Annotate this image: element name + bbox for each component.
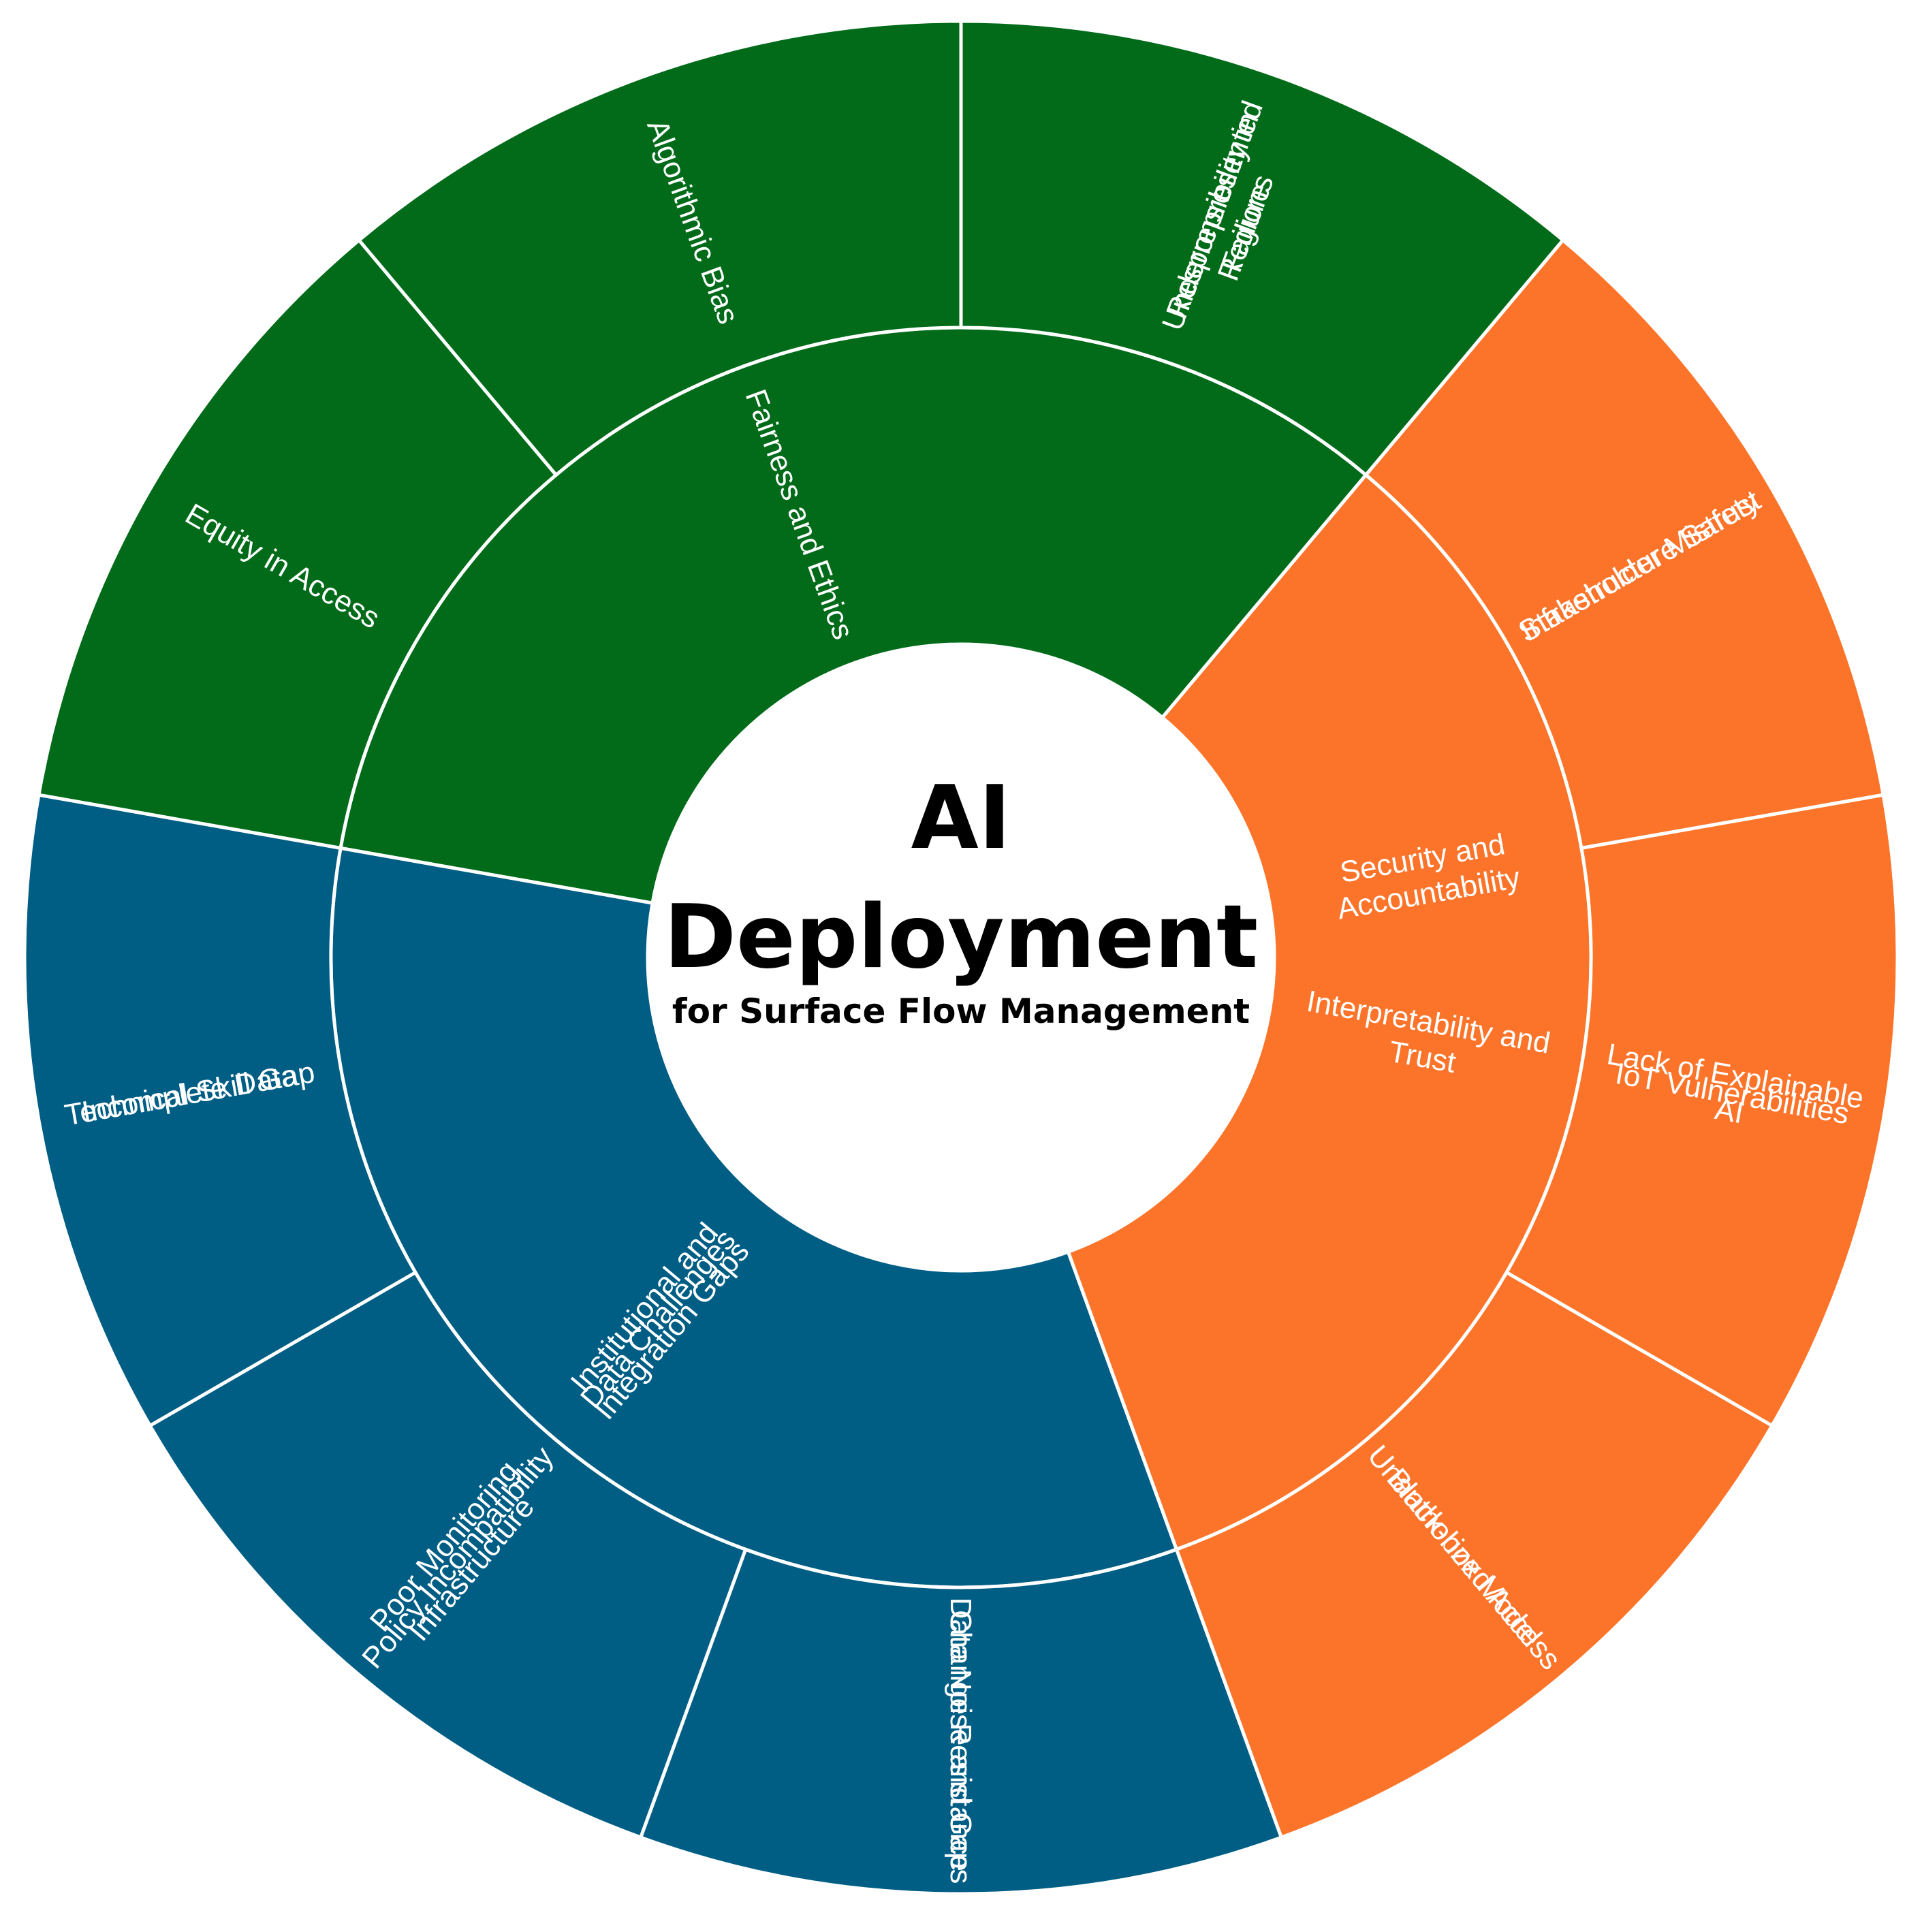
- subcategory-segment-equity-in-access: [36, 238, 558, 851]
- center-hub: AI Deployment for Surface Flow Managemen…: [648, 644, 1274, 1271]
- subcategory-label-change-resistance: Change Resistance: [944, 1610, 977, 1871]
- sunburst-rings: [22, 19, 1900, 1896]
- subcategory-segment-black-box-model: [1174, 1270, 1775, 1840]
- center-subtitle: for Surface Flow Management: [672, 992, 1250, 1031]
- subcategory-segment-algorithmic-bias: [356, 19, 963, 477]
- subcategory-segment-incomplete-data: [22, 793, 418, 1428]
- subcategory-segment-poor-monitoring-infrastructure: [147, 1270, 748, 1840]
- subcategory-segment-data-noise-and-gaps: [638, 1547, 1284, 1896]
- center-circle: [648, 644, 1274, 1271]
- subcategory-segment-stakeholder-mistrust: [1364, 238, 1886, 851]
- subcategory-segment-lack-of-explainable-ai: [1504, 793, 1900, 1428]
- subcategory-label-data-noise-and-gaps: Data Noise and Gaps: [944, 1598, 977, 1884]
- center-title-line1: AI: [911, 767, 1011, 869]
- subcategory-segment-underrepresented-regions: [959, 19, 1566, 477]
- center-title-line2: Deployment: [664, 887, 1258, 988]
